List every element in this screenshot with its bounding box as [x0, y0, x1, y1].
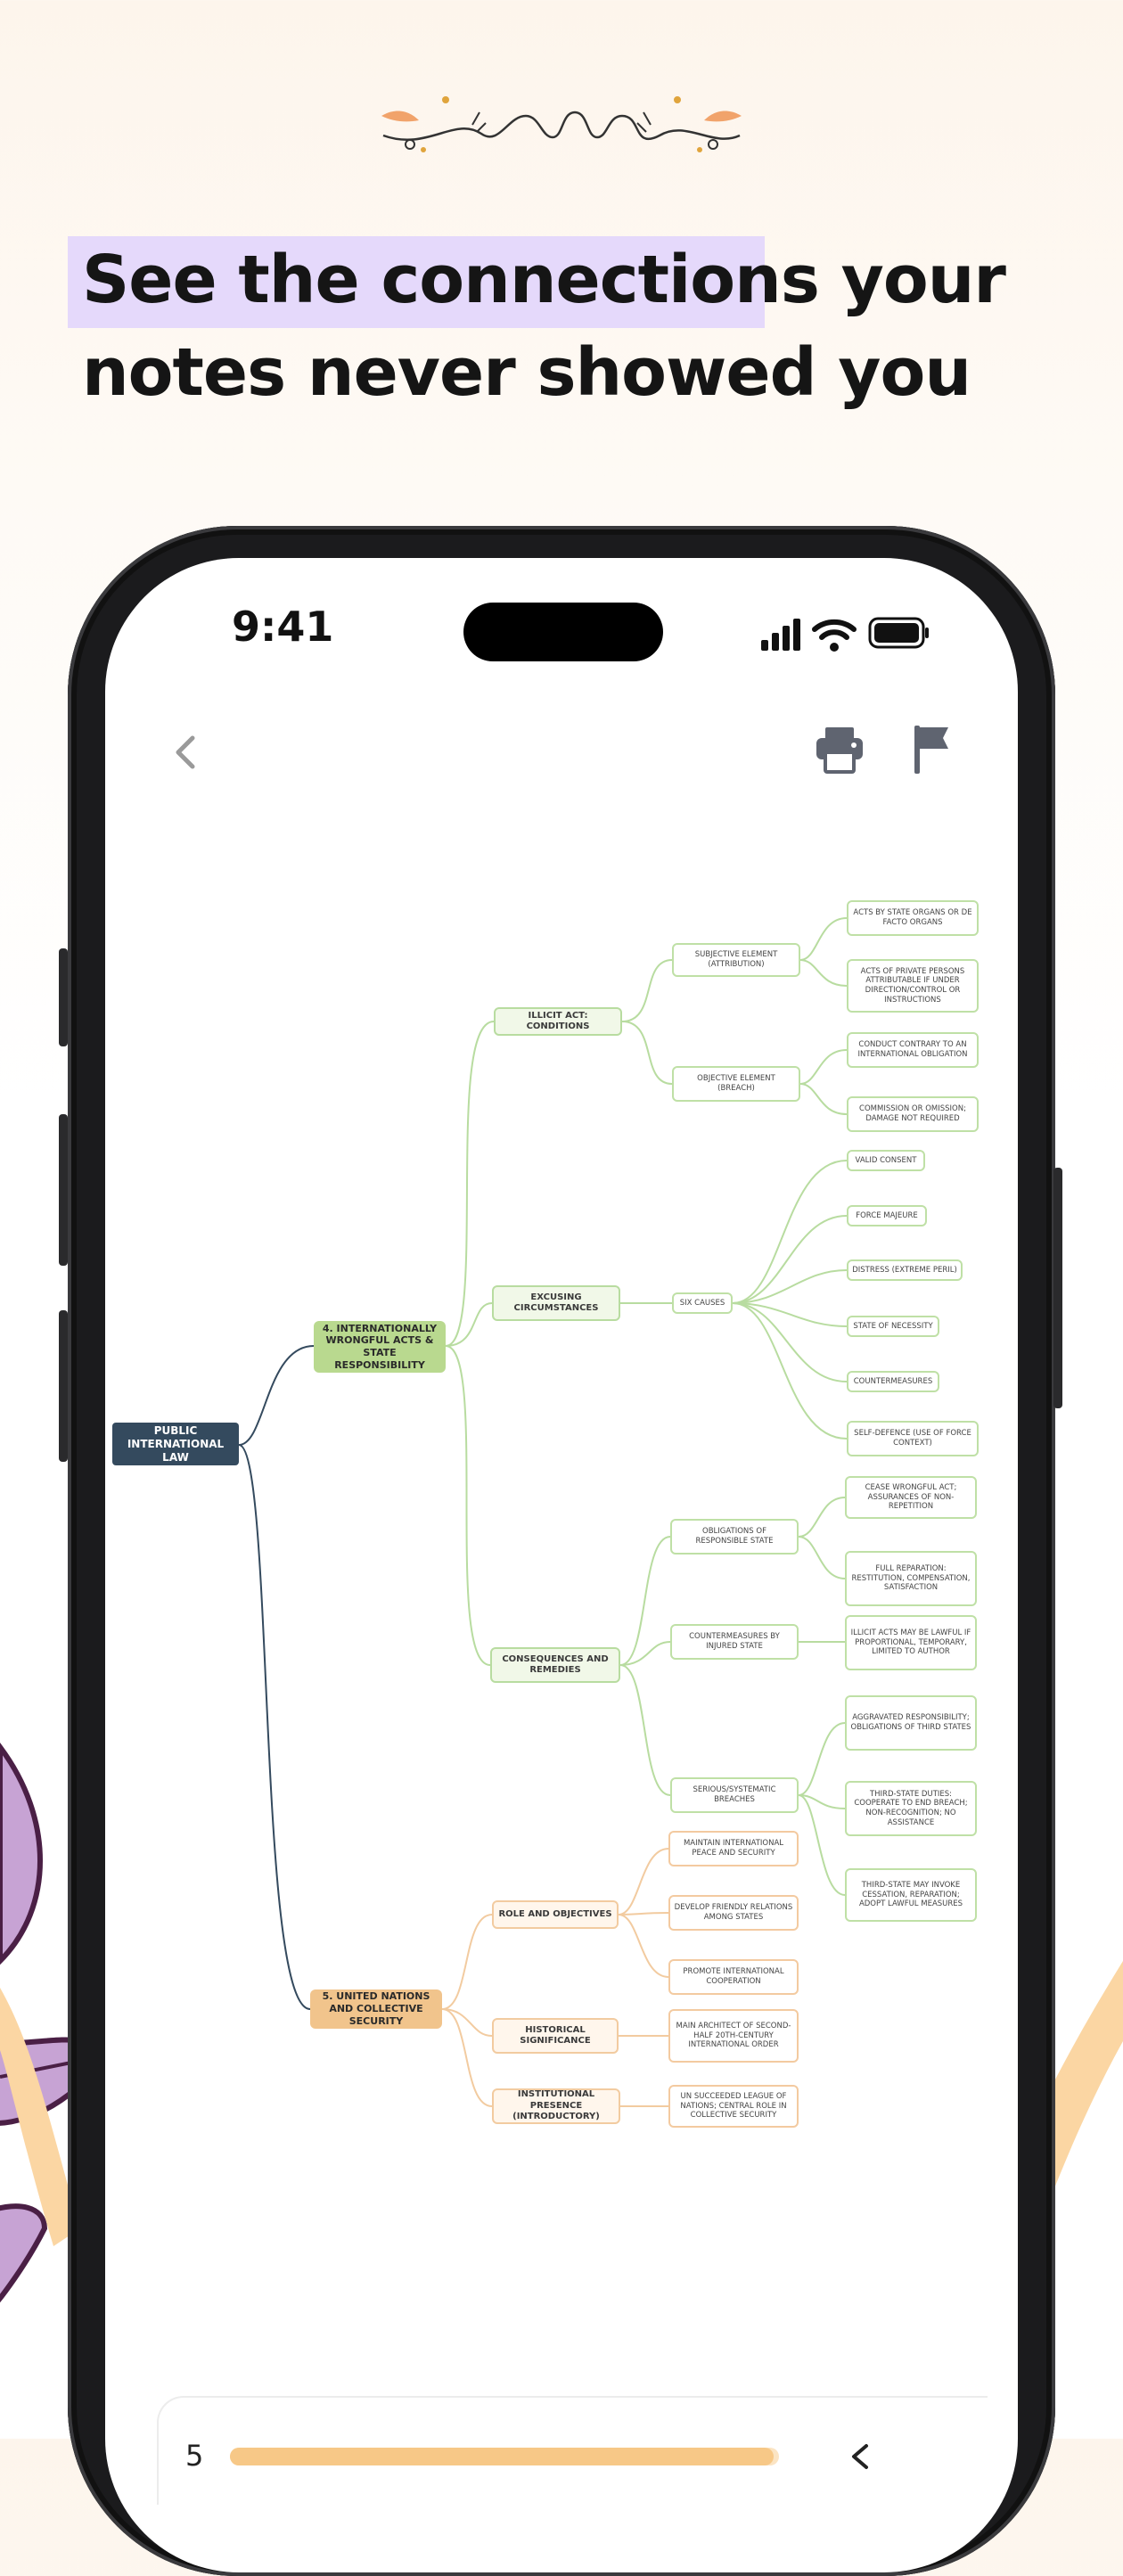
- connector: [619, 1664, 671, 1796]
- page-number: 5: [185, 2439, 204, 2473]
- connector: [618, 1914, 669, 1978]
- connector: [441, 2008, 493, 2037]
- status-time: 9:41: [232, 603, 334, 651]
- connector: [445, 1021, 495, 1347]
- mindmap-node-institutional[interactable]: INSTITUTIONAL PRESENCE (INTRODUCTORY): [492, 2088, 620, 2124]
- phone-side-button: [1053, 1168, 1062, 1408]
- connector: [799, 959, 848, 987]
- mindmap-node-obligations[interactable]: OBLIGATIONS OF RESPONSIBLE STATE: [670, 1519, 799, 1555]
- battery-icon: [868, 617, 929, 649]
- wifi-icon: [812, 619, 857, 652]
- mindmap-node-historical[interactable]: HISTORICAL SIGNIFICANCE: [492, 2018, 619, 2054]
- connector: [732, 1302, 848, 1440]
- headline-highlight: [68, 236, 765, 328]
- mindmap-node-excusing[interactable]: EXCUSING CIRCUMSTANCES: [492, 1285, 620, 1321]
- mindmap-leaf[interactable]: COMMISSION OR OMISSION; DAMAGE NOT REQUI…: [847, 1096, 979, 1132]
- page-progress-fill: [230, 2448, 774, 2465]
- mindmap-leaf[interactable]: ACTS BY STATE ORGANS OR DE FACTO ORGANS: [847, 900, 979, 936]
- connector: [619, 1641, 671, 1666]
- connector: [732, 1160, 848, 1304]
- phone-frame: 9:41: [59, 526, 1062, 2576]
- flag-icon: [914, 726, 948, 774]
- connector: [621, 1021, 673, 1085]
- status-icons: [761, 617, 929, 652]
- print-button[interactable]: [813, 722, 866, 775]
- mindmap-node-role[interactable]: ROLE AND OBJECTIVES: [492, 1900, 619, 1929]
- mindmap-leaf[interactable]: AGGRAVATED RESPONSIBILITY; OBLIGATIONS O…: [845, 1695, 977, 1751]
- mindmap-leaf[interactable]: MAINTAIN INTERNATIONAL PEACE AND SECURIT…: [668, 1831, 799, 1866]
- headline: See the connections your notes never sho…: [82, 234, 1080, 419]
- connector: [798, 1536, 846, 1579]
- mindmap-leaf[interactable]: CONDUCT CONTRARY TO AN INTERNATIONAL OBL…: [847, 1032, 979, 1068]
- connector: [445, 1345, 491, 1666]
- connector: [441, 2008, 493, 2107]
- connector: [445, 1302, 493, 1347]
- phone-side-button: [59, 1310, 68, 1462]
- mindmap-node-objective[interactable]: OBJECTIVE ELEMENT (BREACH): [672, 1066, 800, 1102]
- connector: [238, 1444, 311, 2010]
- connector: [798, 1722, 846, 1796]
- mindmap-node-serious[interactable]: SERIOUS/SYSTEMATIC BREACHES: [670, 1777, 799, 1813]
- connector: [621, 959, 673, 1022]
- mindmap-root[interactable]: PUBLIC INTERNATIONAL LAW: [112, 1423, 239, 1465]
- phone-screen: 9:41: [105, 558, 1018, 2572]
- mindmap-leaf[interactable]: THIRD-STATE DUTIES: COOPERATE TO END BRE…: [845, 1781, 977, 1836]
- connector: [732, 1302, 848, 1382]
- printer-icon: [816, 727, 863, 774]
- mindmap-node-illicit[interactable]: ILLICIT ACT: CONDITIONS: [494, 1007, 622, 1036]
- mindmap-leaf[interactable]: CEASE WRONGFUL ACT; ASSURANCES OF NON-RE…: [845, 1476, 977, 1519]
- connector: [732, 1215, 848, 1304]
- mindmap-leaf[interactable]: VALID CONSENT: [847, 1150, 925, 1171]
- cellular-signal-icon: [761, 619, 800, 651]
- chevron-left-icon: [176, 735, 195, 769]
- headline-line-1: See the connections your: [82, 242, 1006, 318]
- headline-line-2: notes never showed you: [82, 334, 971, 411]
- mindmap-leaf[interactable]: STATE OF NECESSITY: [847, 1316, 939, 1337]
- connector: [799, 917, 848, 961]
- mind-map-connectors: [238, 917, 848, 2107]
- back-button[interactable]: [162, 727, 212, 777]
- phone-side-button: [59, 948, 68, 1046]
- connector: [799, 1083, 848, 1115]
- mindmap-node-subjective[interactable]: SUBJECTIVE ELEMENT (ATTRIBUTION): [672, 943, 800, 977]
- phone-side-button: [59, 1114, 68, 1266]
- mindmap-node-countermeasures[interactable]: COUNTERMEASURES BY INJURED STATE: [670, 1624, 799, 1660]
- mindmap-leaf[interactable]: COUNTERMEASURES: [847, 1371, 939, 1392]
- mindmap-branch-5[interactable]: 5. UNITED NATIONS AND COLLECTIVE SECURIT…: [310, 1989, 442, 2029]
- mindmap-leaf[interactable]: MAIN ARCHITECT OF SECOND-HALF 20TH-CENTU…: [668, 2009, 799, 2063]
- page-progress-bar[interactable]: [230, 2448, 779, 2465]
- mindmap-leaf[interactable]: THIRD-STATE MAY INVOKE CESSATION, REPARA…: [845, 1868, 977, 1922]
- mindmap-leaf[interactable]: DISTRESS (EXTREME PERIL): [847, 1259, 963, 1281]
- mindmap-leaf[interactable]: FORCE MAJEURE: [847, 1205, 927, 1226]
- connector: [798, 1794, 846, 1809]
- mindmap-leaf[interactable]: ACTS OF PRIVATE PERSONS ATTRIBUTABLE IF …: [847, 959, 979, 1013]
- connector: [441, 1914, 493, 2010]
- page-navigation-bar: 5: [157, 2396, 988, 2505]
- previous-page-button[interactable]: [845, 2439, 877, 2474]
- connector: [732, 1302, 848, 1327]
- chevron-left-icon: [852, 2444, 868, 2469]
- connector: [798, 1497, 846, 1538]
- connector: [618, 1848, 669, 1916]
- mindmap-node-consequences[interactable]: CONSEQUENCES AND REMEDIES: [490, 1647, 620, 1683]
- mindmap-leaf[interactable]: ILLICIT ACTS MAY BE LAWFUL IF PROPORTION…: [845, 1615, 977, 1670]
- connector: [619, 1536, 671, 1666]
- mindmap-leaf[interactable]: DEVELOP FRIENDLY RELATIONS AMONG STATES: [668, 1895, 799, 1931]
- mindmap-leaf[interactable]: UN SUCCEEDED LEAGUE OF NATIONS; CENTRAL …: [668, 2085, 799, 2128]
- connector: [798, 1794, 846, 1896]
- mindmap-leaf[interactable]: PROMOTE INTERNATIONAL COOPERATION: [668, 1959, 799, 1995]
- connector: [238, 1345, 315, 1446]
- mindmap-leaf[interactable]: FULL REPARATION: RESTITUTION, COMPENSATI…: [845, 1551, 977, 1606]
- flag-button[interactable]: [909, 722, 955, 775]
- mindmap-leaf[interactable]: SELF-DEFENCE (USE OF FORCE CONTEXT): [847, 1421, 979, 1456]
- mindmap-node-six-causes[interactable]: SIX CAUSES: [672, 1292, 733, 1314]
- connector: [732, 1269, 848, 1304]
- mind-map: PUBLIC INTERNATIONAL LAW 4. INTERNATIONA…: [105, 558, 1018, 2572]
- dynamic-island: [463, 603, 663, 661]
- mindmap-branch-4[interactable]: 4. INTERNATIONALLY WRONGFUL ACTS & STATE…: [314, 1321, 446, 1373]
- ornament-flourish: [381, 96, 742, 152]
- connector: [799, 1049, 848, 1085]
- connector: [618, 1912, 669, 1916]
